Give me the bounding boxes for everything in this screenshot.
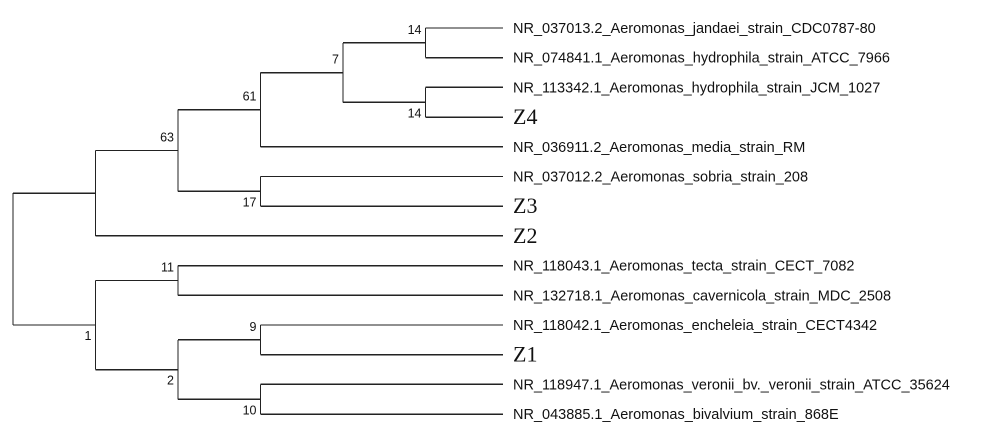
sample-label: Z3 [513,193,537,218]
bootstrap-value: 11 [161,260,174,274]
sample-label: Z1 [513,342,537,367]
taxon-label: NR_118947.1_Aeromonas_veronii_bv._veroni… [513,377,950,393]
bootstrap-value: 2 [167,374,174,388]
taxon-label: NR_037013.2_Aeromonas_jandaei_strain_CDC… [513,21,876,37]
taxon-label: NR_043885.1_Aeromonas_bivalvium_strain_8… [513,407,839,423]
taxon-label: NR_036911.2_Aeromonas_media_strain_RM [513,140,805,156]
bootstrap-value: 61 [243,90,257,104]
bootstrap-value: 10 [243,403,257,417]
bootstrap-value: 1 [85,329,92,343]
taxon-label: NR_118043.1_Aeromonas_tecta_strain_CECT_… [513,259,855,275]
bootstrap-value: 14 [408,23,422,37]
bootstrap-value: 17 [243,195,257,209]
sample-label: Z2 [513,223,537,248]
taxon-label: NR_132718.1_Aeromonas_cavernicola_strain… [513,288,891,304]
sample-label: Z4 [513,104,537,129]
taxon-label: NR_074841.1_Aeromonas_hydrophila_strain_… [513,51,890,67]
taxon-label: NR_113342.1_Aeromonas_hydrophila_strain_… [513,80,880,96]
taxon-label: NR_118042.1_Aeromonas_encheleia_strain_C… [513,318,877,334]
bootstrap-value: 9 [250,320,257,334]
taxon-label: NR_037012.2_Aeromonas_sobria_strain_208 [513,170,808,186]
bootstrap-value: 63 [160,131,174,145]
bootstrap-value: 14 [408,106,422,120]
bootstrap-value: 7 [332,53,339,67]
